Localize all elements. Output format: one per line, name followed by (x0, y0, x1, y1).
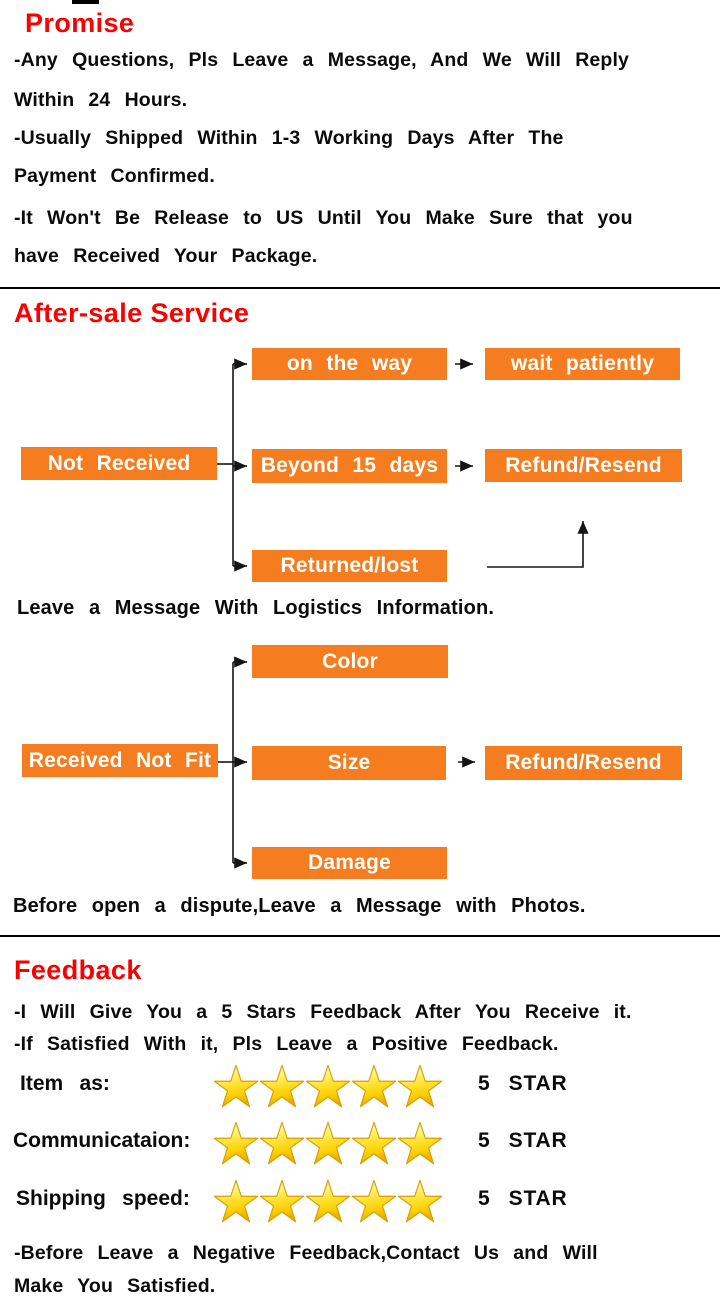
promise-line: -Any Questions, Pls Leave a Message, And… (14, 49, 630, 71)
flow-box-color: Color (252, 645, 448, 678)
rating-label-communication: Communicataion: (13, 1129, 191, 1152)
flow-box-returned-lost: Returned/lost (252, 550, 447, 582)
dispute-note: Before open a dispute,Leave a Message wi… (13, 895, 586, 917)
star-icon (305, 1179, 351, 1223)
star-icon (259, 1121, 305, 1165)
rating-label-shipping-speed: Shipping speed: (16, 1187, 190, 1210)
promise-line: Within 24 Hours. (14, 89, 188, 111)
star-icon (351, 1179, 397, 1223)
feedback-title: Feedback (14, 955, 142, 985)
rating-stars-item-as (213, 1062, 443, 1112)
flow-box-wait-patiently: wait patiently (485, 348, 680, 380)
rating-value-shipping-speed: 5 STAR (478, 1187, 568, 1210)
star-icon (259, 1179, 305, 1223)
flow-box-size: Size (252, 746, 446, 780)
feedback-line: -I Will Give You a 5 Stars Feedback Afte… (14, 1001, 632, 1023)
promise-line: Payment Confirmed. (14, 165, 215, 187)
star-icon (397, 1121, 443, 1165)
feedback-line: -If Satisfied With it, Pls Leave a Posit… (14, 1033, 559, 1055)
top-edge-mark (72, 0, 99, 4)
flow-box-refund-resend-1: Refund/Resend (485, 449, 682, 482)
flow-box-not-received: Not Received (21, 447, 217, 480)
promise-title: Promise (25, 8, 135, 38)
rating-value-item-as: 5 STAR (478, 1072, 568, 1095)
flow-box-damage: Damage (252, 847, 447, 879)
after-sale-title: After-sale Service (14, 298, 250, 328)
star-icon (305, 1121, 351, 1165)
flow-box-received-not-fit: Received Not Fit (22, 744, 218, 777)
star-icon (397, 1064, 443, 1108)
star-icon (305, 1064, 351, 1108)
promise-line: -Usually Shipped Within 1-3 Working Days… (14, 127, 564, 149)
feedback-closing-line: -Before Leave a Negative Feedback,Contac… (14, 1242, 598, 1264)
rating-value-communication: 5 STAR (478, 1129, 568, 1152)
star-icon (213, 1179, 259, 1223)
rating-label-item-as: Item as: (20, 1072, 110, 1095)
star-icon (213, 1121, 259, 1165)
star-icon (351, 1064, 397, 1108)
feedback-closing-line: Make You Satisfied. (14, 1275, 216, 1297)
flow-box-refund-resend-2: Refund/Resend (485, 746, 682, 780)
rating-stars-shipping-speed (213, 1177, 443, 1227)
star-icon (213, 1064, 259, 1108)
star-icon (259, 1064, 305, 1108)
rating-stars-communication (213, 1119, 443, 1169)
logistics-note: Leave a Message With Logistics Informati… (17, 597, 495, 619)
flow-box-beyond-15-days: Beyond 15 days (252, 449, 447, 483)
promise-line: have Received Your Package. (14, 245, 318, 267)
section-divider (0, 287, 720, 289)
promise-line: -It Won't Be Release to US Until You Mak… (14, 207, 633, 229)
section-divider (0, 935, 720, 937)
star-icon (351, 1121, 397, 1165)
star-icon (397, 1179, 443, 1223)
flow-box-on-the-way: on the way (252, 348, 447, 380)
